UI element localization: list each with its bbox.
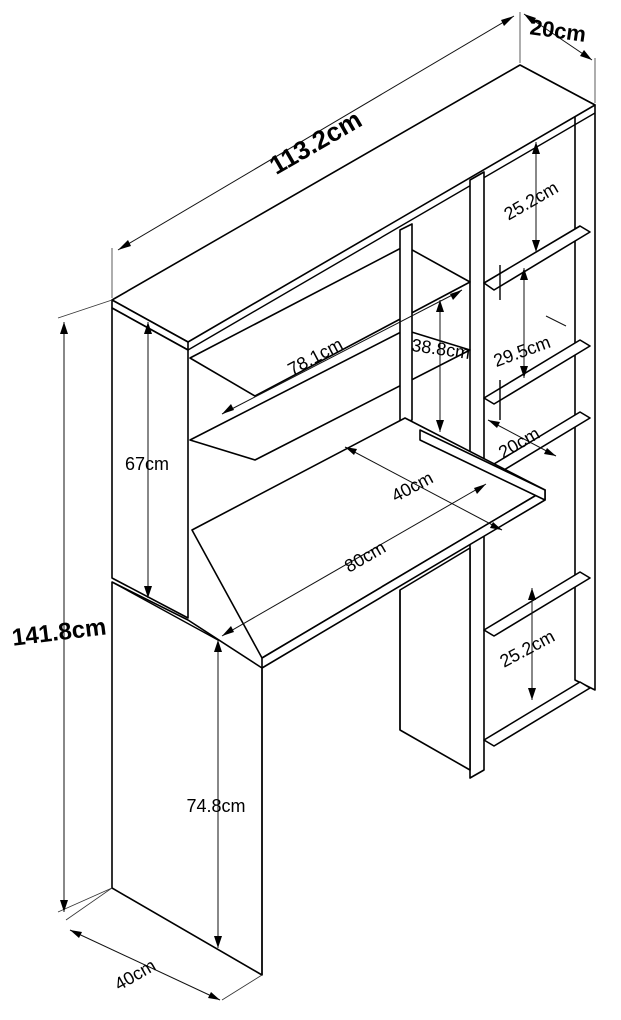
base-depth-dim-line xyxy=(69,929,221,1001)
depth-dim-line xyxy=(523,13,593,61)
base-depth-label: 40cm xyxy=(111,955,159,994)
right-shelf-bottom xyxy=(483,681,591,747)
right-shelf-1 xyxy=(483,225,591,291)
hutch-support xyxy=(399,223,413,427)
shelf-bottom-height-label: 25.2cm xyxy=(496,626,558,671)
shelf-1-height-label: 25.2cm xyxy=(500,177,561,224)
depth-top-label: 20cm xyxy=(528,14,587,47)
top-board-right-front xyxy=(187,112,596,351)
total-height-label: 141.8cm xyxy=(10,613,107,651)
shelf-3-dim-line xyxy=(487,419,557,457)
desk-pullout xyxy=(419,429,546,501)
right-shelf-2 xyxy=(483,339,591,405)
right-side-panel xyxy=(574,94,596,691)
desk-height-label: 74.8cm xyxy=(186,796,245,816)
desk-width-dim-line xyxy=(221,483,487,637)
dimension-lines xyxy=(57,12,596,1001)
left-leg-top-edge xyxy=(111,581,219,641)
shelf-2-dim-line xyxy=(545,315,567,327)
left-desk-leg xyxy=(111,581,263,976)
width-dim-line xyxy=(117,15,515,251)
side-panel-height-label: 67cm xyxy=(125,454,169,474)
right-shelf-4 xyxy=(483,571,591,637)
rear-middle-leg xyxy=(399,547,471,771)
left-hutch-side-panel xyxy=(111,307,189,619)
hutch-shelf-dim-line xyxy=(221,289,463,415)
desk-depth-dim-line xyxy=(344,446,503,531)
desk-drawing xyxy=(111,64,596,976)
